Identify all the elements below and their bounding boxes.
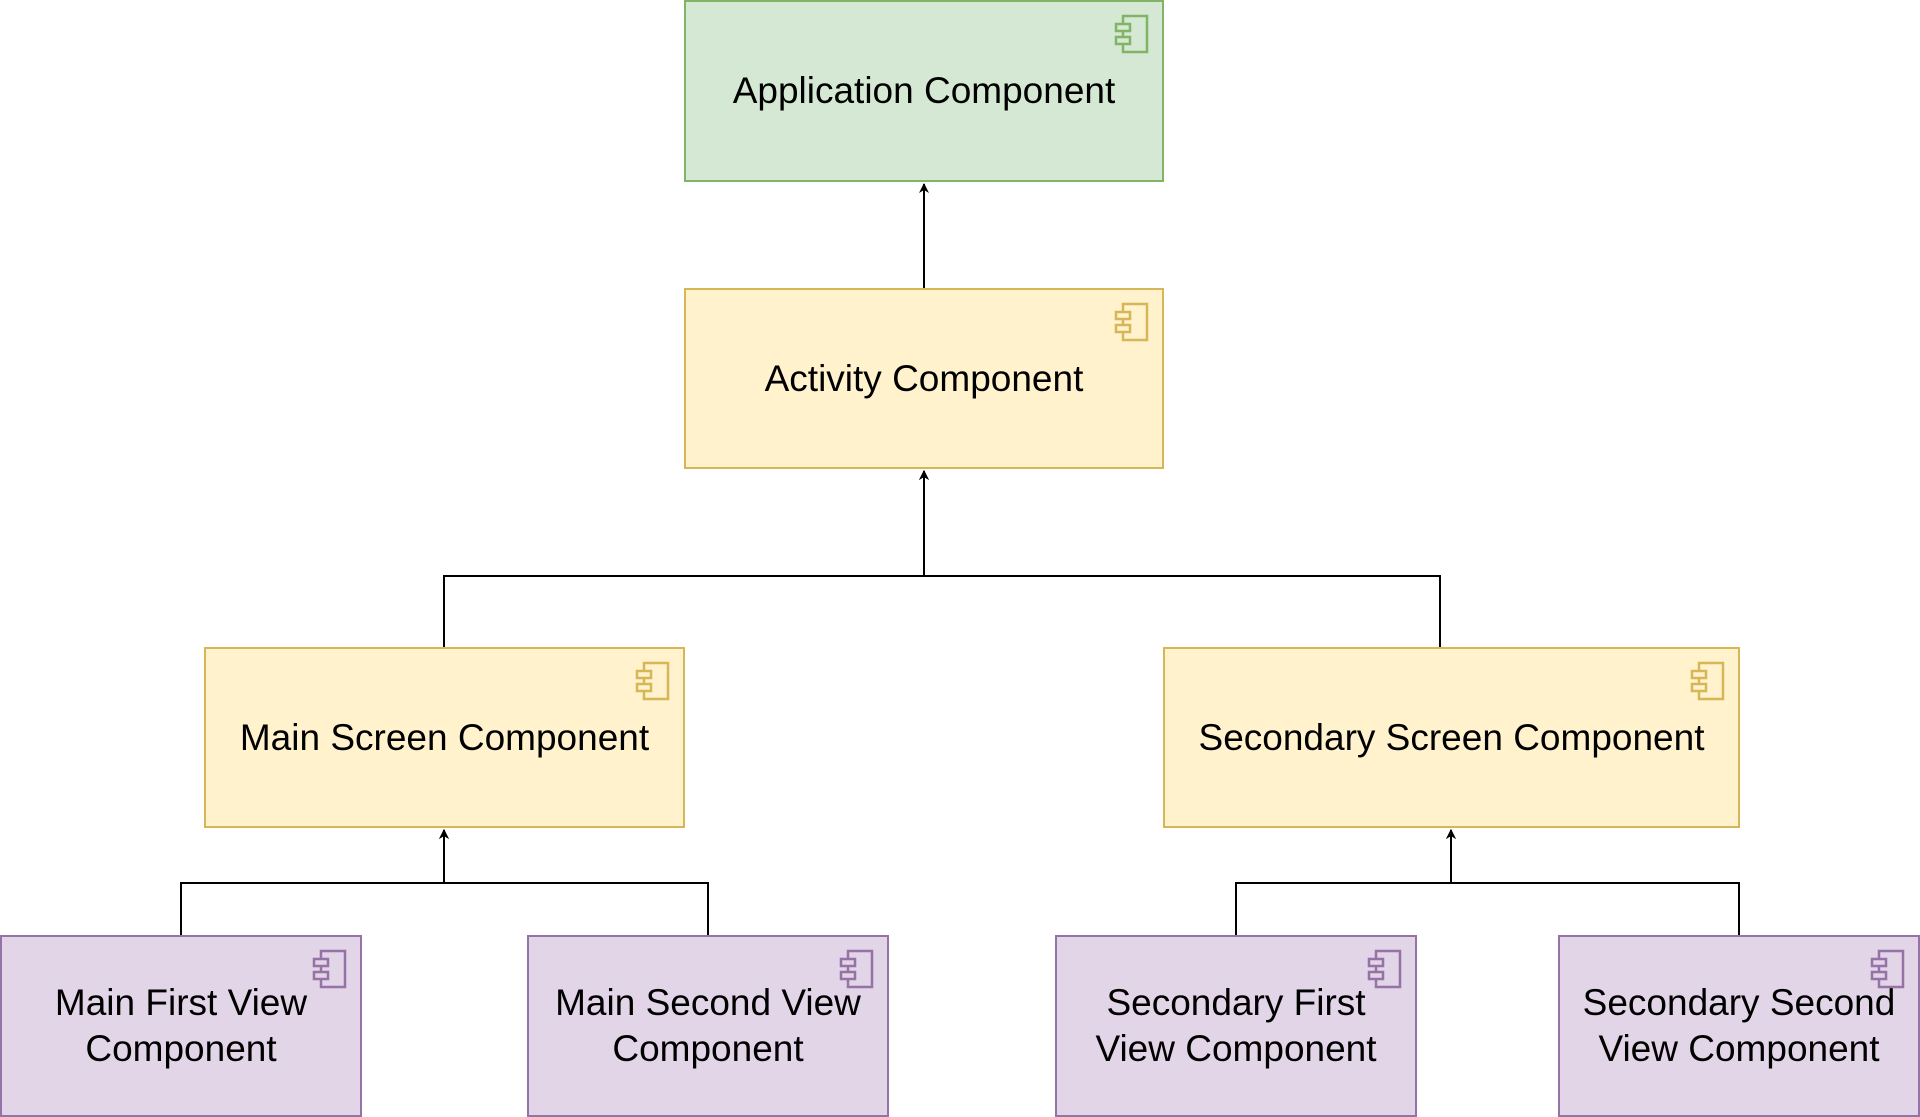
node-label: Application Component xyxy=(732,70,1116,111)
edge-main-second-view-to-main-screen xyxy=(439,829,709,935)
node-label: Main Screen Component xyxy=(239,716,650,758)
component-icon xyxy=(1690,661,1726,701)
node-label: Activity Component xyxy=(764,357,1084,399)
main-screen-component-node[interactable]: Main Screen Component xyxy=(204,647,685,828)
component-icon xyxy=(839,949,875,989)
main-second-view-component-node[interactable]: Main Second View Component xyxy=(527,935,889,1117)
node-label: Secondary First View Component xyxy=(1095,982,1377,1069)
component-icon xyxy=(1870,949,1906,989)
component-icon xyxy=(312,949,348,989)
edge-main-first-view-to-main-screen xyxy=(180,829,449,935)
node-label: Secondary Second View Component xyxy=(1582,982,1896,1069)
node-label: Main Second View Component xyxy=(555,982,861,1069)
component-icon xyxy=(1114,302,1150,342)
edge-main-screen-to-activity xyxy=(443,470,929,647)
application-component-node[interactable]: Application Component xyxy=(684,0,1164,182)
edge-secondary-screen-to-activity xyxy=(919,470,1441,647)
node-label: Secondary Screen Component xyxy=(1198,716,1705,758)
component-icon xyxy=(1114,14,1150,54)
activity-component-node[interactable]: Activity Component xyxy=(684,288,1164,469)
secondary-first-view-component-node[interactable]: Secondary First View Component xyxy=(1055,935,1417,1117)
edge-secondary-second-view-to-secondary-screen xyxy=(1446,829,1740,935)
secondary-second-view-component-node[interactable]: Secondary Second View Component xyxy=(1558,935,1920,1117)
component-icon xyxy=(635,661,671,701)
node-label: Main First View Component xyxy=(54,982,308,1069)
main-first-view-component-node[interactable]: Main First View Component xyxy=(0,935,362,1117)
secondary-screen-component-node[interactable]: Secondary Screen Component xyxy=(1163,647,1740,828)
edge-secondary-first-view-to-secondary-screen xyxy=(1235,829,1456,935)
component-icon xyxy=(1367,949,1403,989)
